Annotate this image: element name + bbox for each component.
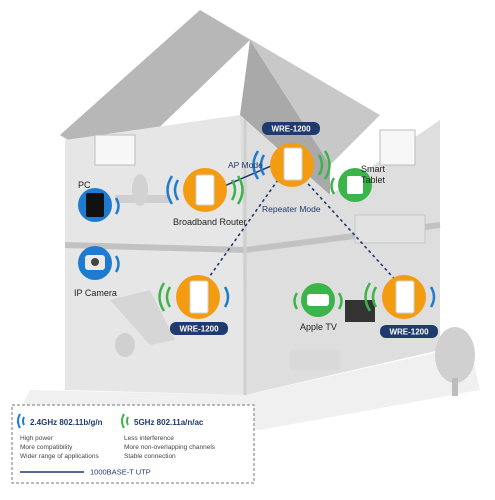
legend-5-item-1: Less interference [124,435,174,442]
window-right [380,130,415,165]
legend-5-item-3: Stable connection [124,453,176,460]
label-apple-tv: Apple TV [300,322,337,332]
label-tablet: Tablet [361,175,386,185]
tree [435,327,475,383]
badge-left-label: WRE-1200 [179,325,219,334]
label-broadband-router: Broadband Router [173,217,247,227]
apple-tv-device [307,294,329,306]
legend-24-title: 2.4GHz 802.11b/g/n [30,418,103,427]
repeater-right-device [396,281,414,313]
ip-camera-lens [91,258,99,266]
person-pc [132,174,148,206]
child [115,333,135,357]
label-repeater-mode: Repeater Mode [262,204,321,214]
label-ip-camera: IP Camera [74,288,117,298]
legend-24-item-1: High power [20,435,54,442]
window [95,135,135,165]
legend-cable-label: 1000BASE-T UTP [90,468,151,477]
label-pc: PC [78,180,91,190]
badge-top-label: WRE-1200 [271,125,311,134]
bed [355,215,425,243]
sofa [290,350,340,370]
pc-tower [86,193,104,217]
tablet-wave [332,178,335,194]
repeater-top-device [284,148,302,180]
badge-right-label: WRE-1200 [389,328,429,337]
legend-24-item-3: Wider range of applications [20,453,100,460]
tv [345,300,375,322]
legend-24-item-2: More compatibility [20,444,73,451]
label-smart: Smart [361,164,386,174]
router-device [196,175,214,205]
label-ap-mode: AP Mode [228,160,263,170]
tree-trunk [452,378,458,396]
legend-5-title: 5GHz 802.11a/n/ac [134,418,204,427]
repeater-left-device [190,281,208,313]
legend-5-item-2: More non-overlapping channels [124,444,216,451]
